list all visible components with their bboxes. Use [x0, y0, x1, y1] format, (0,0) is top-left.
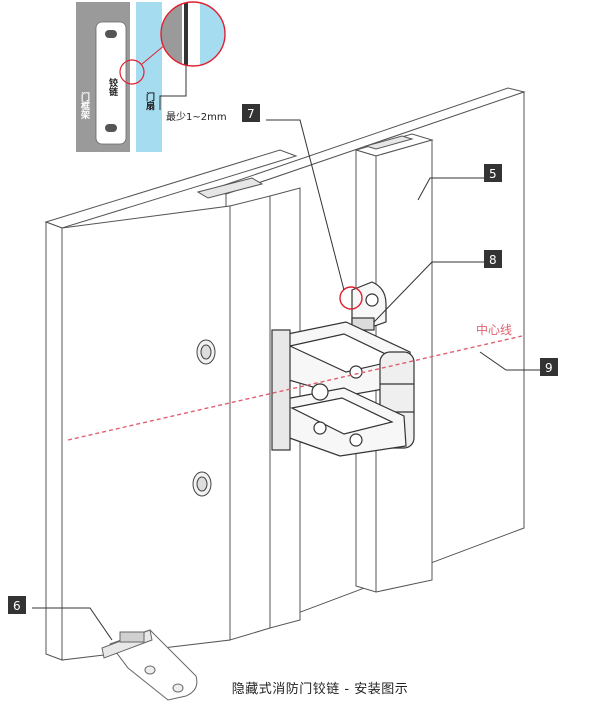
svg-text:7: 7: [247, 107, 255, 121]
gap-highlight-circle: [339, 286, 363, 310]
callout-9: 9: [540, 358, 558, 376]
screw-lower: [192, 471, 212, 497]
centerline-label: 中心线: [476, 322, 512, 337]
callout-7: 7: [242, 104, 260, 122]
frame-post: [196, 133, 434, 593]
figure-caption: 隐藏式消防门铰链 - 安装图示: [231, 682, 409, 697]
callout-5: 5: [484, 164, 502, 182]
svg-text:9: 9: [545, 361, 553, 375]
callout-8: 8: [484, 250, 502, 268]
inset-leaf-strip: [136, 2, 162, 152]
centerline: 中心线: [67, 322, 523, 441]
callout-6: 6: [8, 596, 26, 614]
hinge-mechanism: [271, 281, 415, 457]
gap-note: 最少1~2mm: [166, 111, 227, 123]
svg-text:5: 5: [489, 167, 497, 181]
gap-dimension: 最少1~2mm: [159, 66, 227, 123]
inset-detail: 门框架 铰链 门扇: [76, 2, 178, 152]
svg-text:8: 8: [489, 253, 497, 267]
screw-upper: [196, 339, 216, 365]
leader-lines: [32, 119, 540, 641]
magnified-gap-circle: [160, 1, 226, 67]
inset-label-frame: 门框架: [79, 91, 91, 120]
loose-hinge-part: [101, 629, 198, 701]
svg-text:6: 6: [13, 599, 21, 613]
inset-label-hinge: 铰链: [107, 77, 118, 97]
door-leaf: [44, 149, 298, 661]
inset-label-leaf: 门扇: [144, 91, 155, 111]
